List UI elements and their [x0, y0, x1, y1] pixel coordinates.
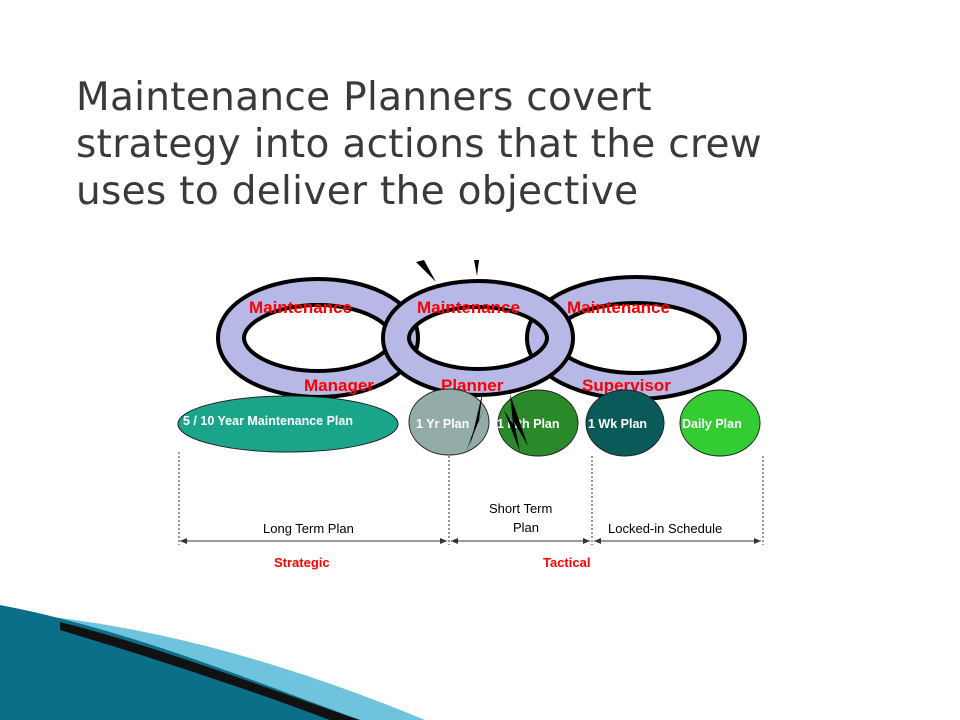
- ring-planner: [381, 279, 575, 397]
- slide-title: Maintenance Planners covert strategy int…: [76, 74, 936, 215]
- category-strategic: Strategic: [274, 555, 330, 570]
- plan-mark-2: [504, 394, 528, 452]
- title-line-3: uses to deliver the objective: [76, 169, 639, 214]
- ring-3-top-label: Maintenance: [567, 298, 670, 317]
- plan-1-week: [585, 389, 665, 457]
- accent-marks: [416, 260, 479, 282]
- plan-5-10-year-label: 5 / 10 Year Maintenance Plan: [183, 414, 353, 428]
- plan-daily-label: Daily Plan: [682, 417, 742, 431]
- plan-1-year-label: 1 Yr Plan: [416, 417, 469, 431]
- plan-1-month-label: 1 Mth Plan: [497, 417, 560, 431]
- ring-2-top-label: Maintenance: [417, 298, 520, 317]
- span-short-term-label-line-1: Short Term: [489, 501, 552, 516]
- title-line-2: strategy into actions that the crew: [76, 122, 762, 167]
- swoosh-black: [60, 622, 360, 720]
- span-long-term-label: Long Term Plan: [263, 521, 354, 536]
- plan-marks: [466, 390, 528, 452]
- ring-supervisor: [525, 275, 747, 401]
- plan-5-10-year: [177, 395, 399, 453]
- ring-1-bottom-label: Manager: [304, 376, 374, 395]
- span-dividers: [178, 452, 764, 545]
- plan-mark-1: [466, 390, 486, 452]
- span-short-term-label-line-2: Plan: [513, 520, 539, 535]
- plan-daily: [679, 389, 761, 457]
- title-line-1: Maintenance Planners covert: [76, 75, 652, 120]
- ring-1-top-label: Maintenance: [249, 298, 352, 317]
- plan-1-week-label: 1 Wk Plan: [588, 417, 647, 431]
- ring-chain: [216, 275, 747, 401]
- accent-mark-top-right: [474, 260, 479, 276]
- category-tactical: Tactical: [543, 555, 590, 570]
- plan-ellipses: [177, 388, 761, 457]
- plan-1-year: [408, 388, 490, 456]
- accent-mark-top-left: [416, 260, 436, 282]
- footer-swoosh: [0, 605, 425, 720]
- span-locked-in-label: Locked-in Schedule: [608, 521, 722, 536]
- ring-3-bottom-label: Supervisor: [582, 376, 671, 395]
- plan-1-month: [497, 389, 579, 457]
